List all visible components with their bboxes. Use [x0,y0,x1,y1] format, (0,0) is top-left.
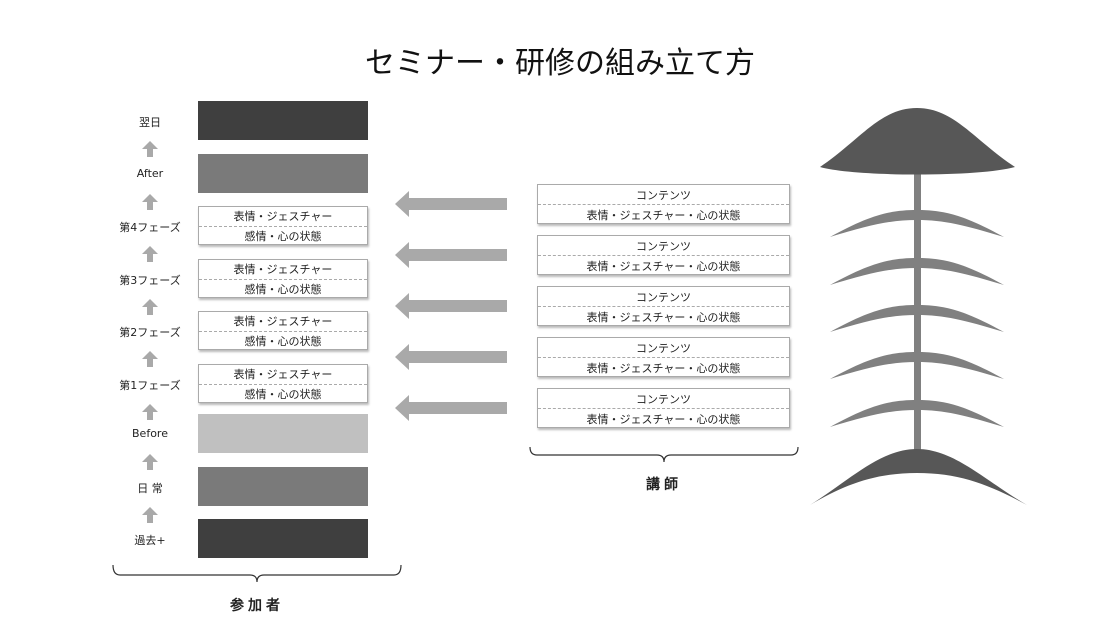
left-arrow-icon [395,191,507,217]
phase-box-line1: 表情・ジェスチャー [199,312,367,332]
fish-rib [830,258,1004,285]
stage-label: After [136,167,164,180]
fish-tail [810,449,1027,505]
participant-bracket [112,564,402,583]
content-box-line1: コンテンツ [538,236,789,256]
content-box-line2: 表情・ジェスチャー・心の状態 [586,259,741,273]
up-arrow-icon [142,299,158,315]
up-arrow-icon [142,246,158,262]
up-arrow-icon [142,194,158,210]
phase-box: 表情・ジェスチャー感情・心の状態 [198,311,368,350]
stage-label: 日 常 [137,482,163,495]
content-box-line2: 表情・ジェスチャー・心の状態 [586,310,741,324]
phase-box: 表情・ジェスチャー感情・心の状態 [198,206,368,245]
up-arrow-icon [142,141,158,157]
content-box-line1: コンテンツ [538,185,789,205]
stage-label: 第2フェーズ [119,326,181,339]
content-box-line2: 表情・ジェスチャー・心の状態 [586,361,741,375]
phase-box: 表情・ジェスチャー感情・心の状態 [198,364,368,403]
fish-rib [830,210,1004,237]
fish-rib [830,352,1004,379]
stage-block [198,154,368,193]
phase-box-line2: 感情・心の状態 [244,282,322,296]
up-arrow-icon [142,351,158,367]
content-box-line1: コンテンツ [538,338,789,358]
content-box: コンテンツ表情・ジェスチャー・心の状態 [537,286,790,326]
left-arrow-icon [395,344,507,370]
up-arrow-icon [142,404,158,420]
content-box: コンテンツ表情・ジェスチャー・心の状態 [537,235,790,275]
content-box: コンテンツ表情・ジェスチャー・心の状態 [537,184,790,224]
content-box-line2: 表情・ジェスチャー・心の状態 [586,208,741,222]
up-arrow-icon [142,507,158,523]
content-box-line2: 表情・ジェスチャー・心の状態 [586,412,741,426]
content-box: コンテンツ表情・ジェスチャー・心の状態 [537,337,790,377]
up-arrow-icon [142,454,158,470]
stage-label: 第4フェーズ [119,221,181,234]
content-box-line1: コンテンツ [538,389,789,409]
phase-box: 表情・ジェスチャー感情・心の状態 [198,259,368,298]
stage-label: 第3フェーズ [119,274,181,287]
stage-label: 翌日 [139,116,161,129]
stage-block [198,101,368,140]
phase-box-line1: 表情・ジェスチャー [199,207,367,227]
phase-box-line2: 感情・心の状態 [244,229,322,243]
left-arrow-icon [395,395,507,421]
fish-rib [830,305,1004,332]
fish-head [820,108,1015,175]
fish-rib [830,400,1004,427]
stage-block [198,519,368,558]
phase-box-line2: 感情・心の状態 [244,334,322,348]
content-box-line1: コンテンツ [538,287,789,307]
content-box: コンテンツ表情・ジェスチャー・心の状態 [537,388,790,428]
stage-label: 過去+ [134,534,166,547]
instructor-bracket [529,446,799,463]
stage-label: Before [132,427,168,440]
participant-label: 参加者 [230,598,284,614]
phase-box-line1: 表情・ジェスチャー [199,365,367,385]
left-arrow-icon [395,293,507,319]
instructor-label: 講師 [646,477,682,493]
left-arrow-icon [395,242,507,268]
stage-block [198,414,368,453]
stage-label: 第1フェーズ [119,379,181,392]
phase-box-line2: 感情・心の状態 [244,387,322,401]
stage-block [198,467,368,506]
fishbone-icon [810,108,1027,505]
page-title: セミナー・研修の組み立て方 [365,46,755,81]
phase-box-line1: 表情・ジェスチャー [199,260,367,280]
